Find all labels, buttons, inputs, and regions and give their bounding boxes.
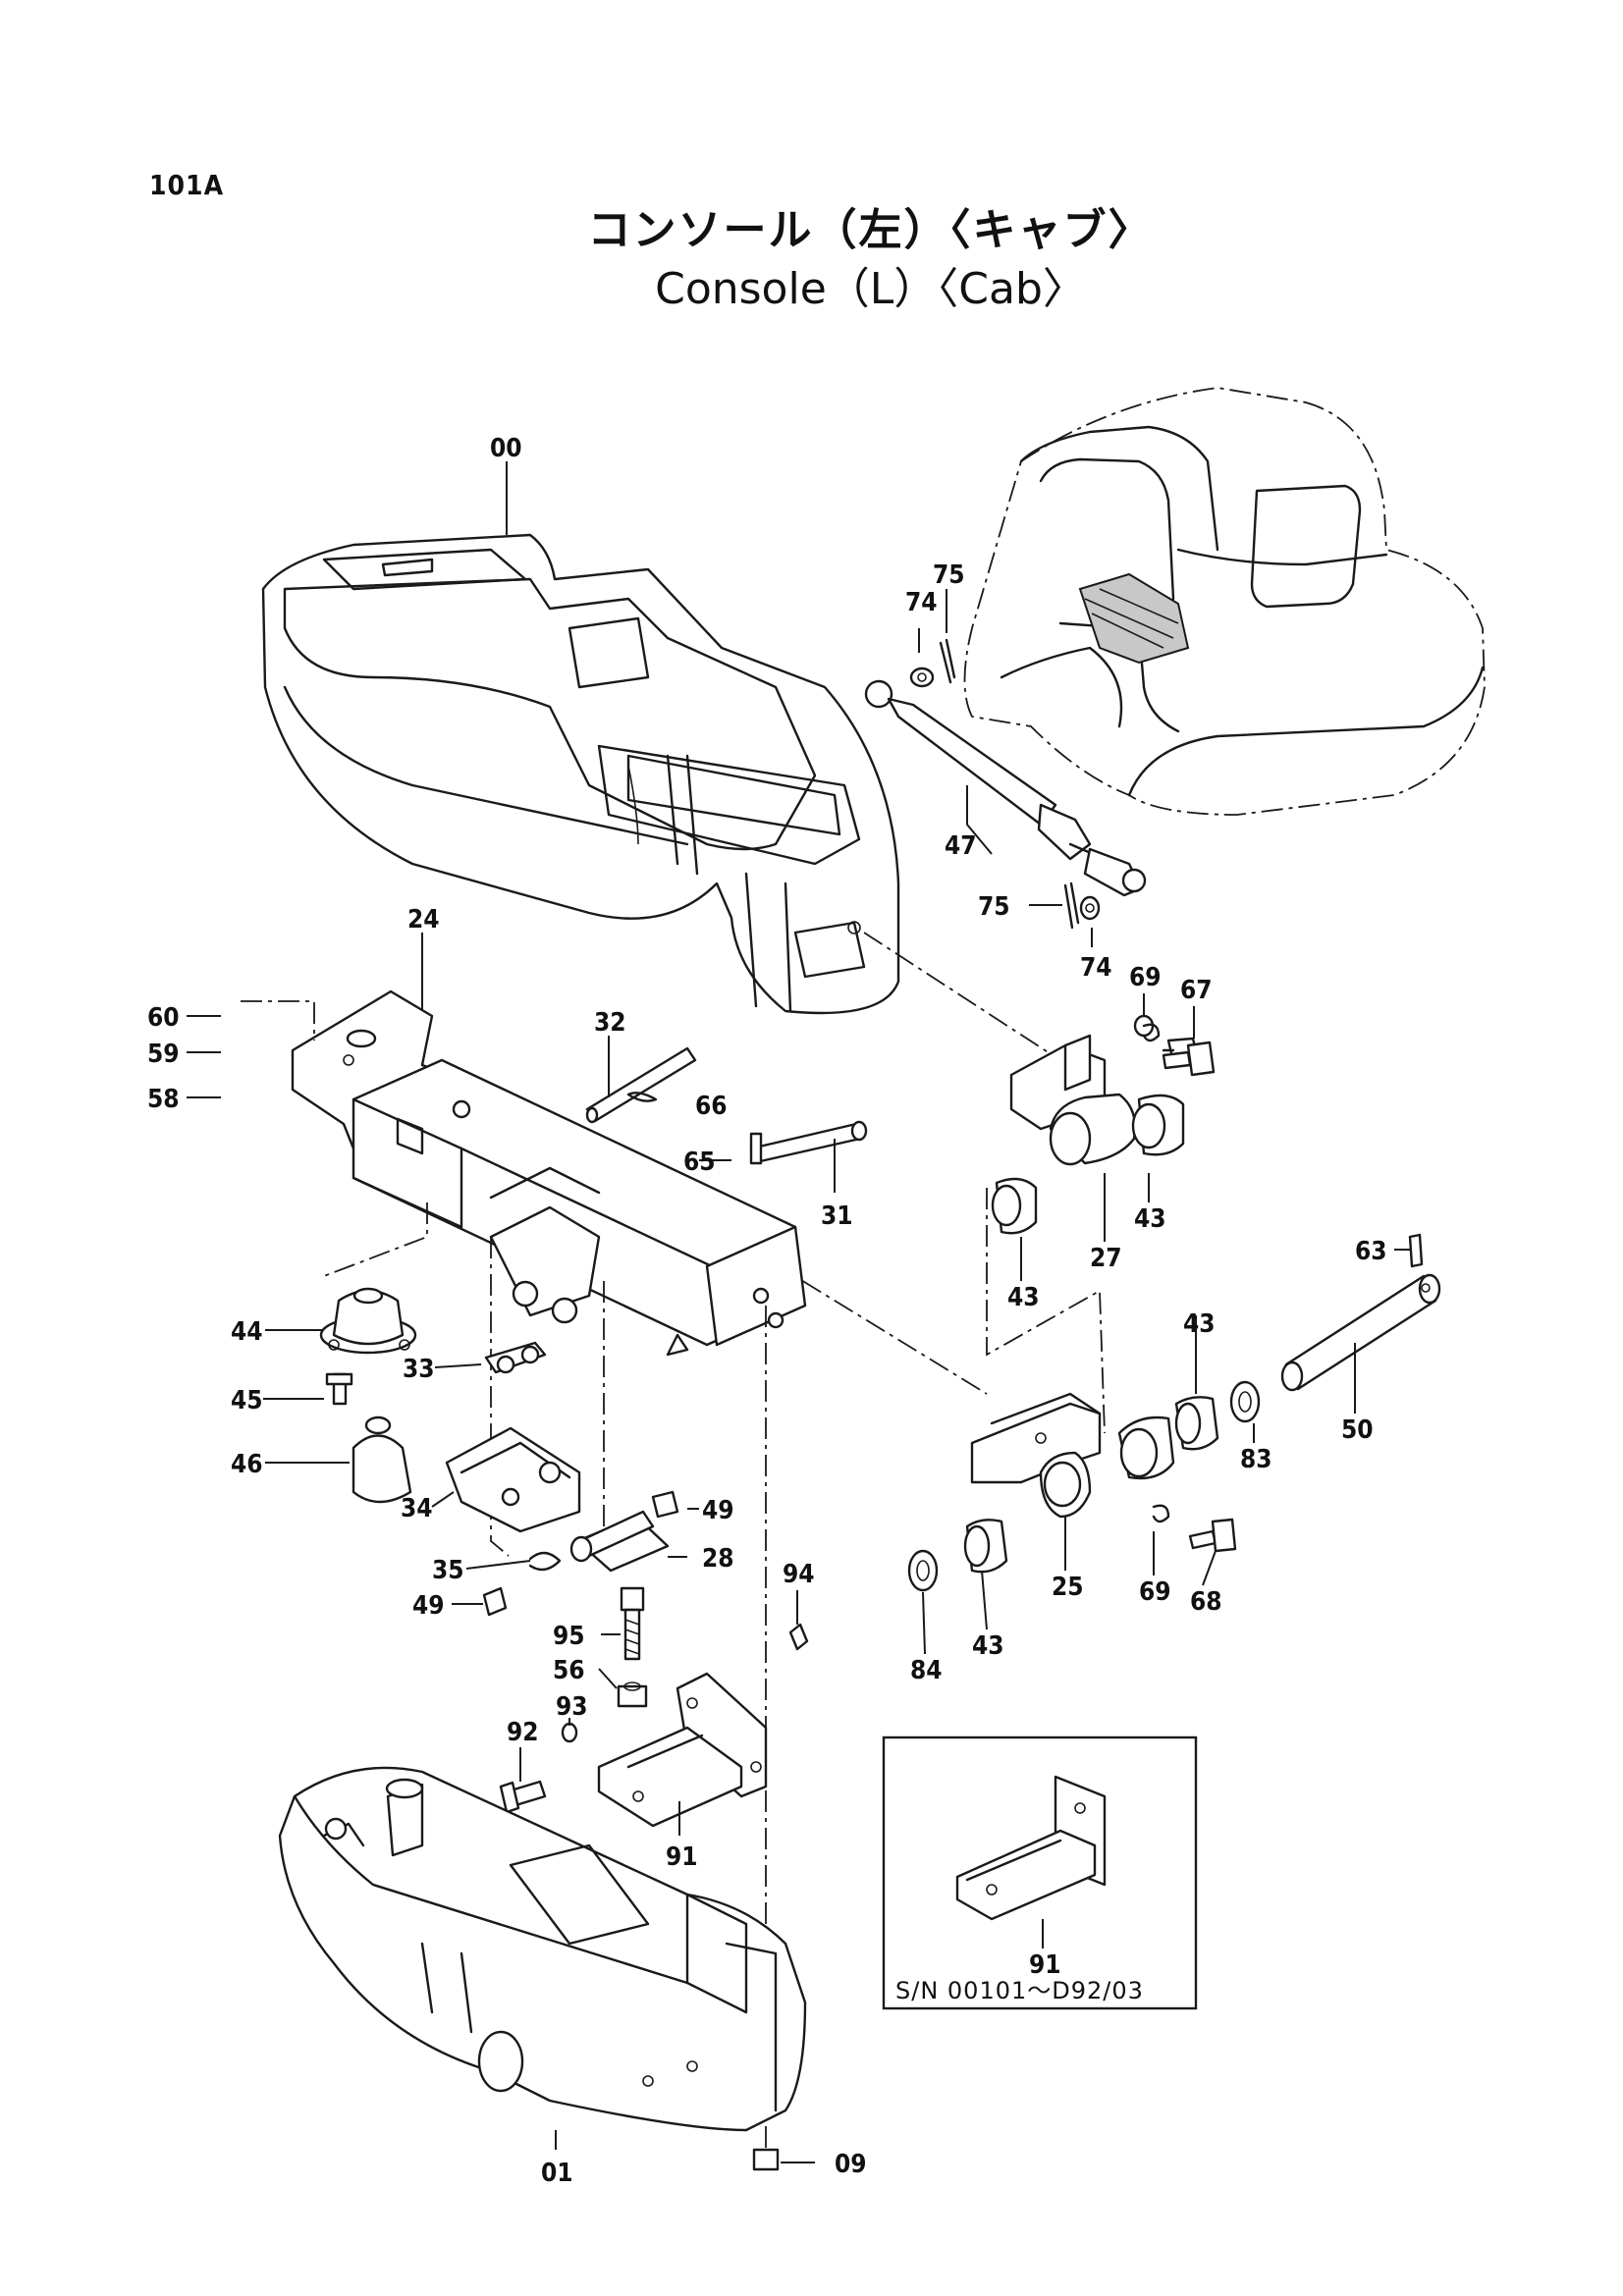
label-47: 47 [945,831,977,861]
label-74b: 74 [1080,953,1112,983]
label-67: 67 [1180,976,1213,1005]
label-68: 68 [1190,1587,1222,1617]
title-english: Console（L）〈Cab〉 [655,264,1086,314]
rubber-mount-44 [319,1287,417,1504]
label-69b: 69 [1139,1577,1171,1607]
label-09: 09 [835,2150,867,2179]
label-83: 83 [1240,1445,1272,1474]
label-33: 33 [403,1355,435,1384]
pin-50 [1280,1233,1441,1392]
label-94: 94 [783,1560,815,1589]
label-34: 34 [401,1494,433,1523]
label-63: 63 [1355,1237,1387,1266]
label-43c: 43 [1183,1309,1216,1339]
title-japanese: コンソール（左）〈キャブ〉 [587,205,1154,255]
gas-spring-47 [864,638,1147,930]
label-93: 93 [556,1692,588,1722]
label-31: 31 [821,1201,853,1231]
label-01: 01 [541,2159,573,2188]
label-91b: 91 [1029,1950,1061,1980]
label-59: 59 [147,1040,180,1069]
label-75b: 75 [978,892,1010,922]
label-43d: 43 [972,1631,1004,1661]
label-43a: 43 [1134,1204,1166,1234]
console-upper-00 [261,533,900,1015]
label-66: 66 [695,1092,728,1121]
inset-serial-caption: S/N 00101～D92/03 [895,1977,1144,2004]
label-00: 00 [490,434,522,463]
bolts-67-68 [1142,1023,1237,1553]
label-60: 60 [147,1003,180,1033]
label-49b: 49 [412,1591,445,1621]
page-code: 101A [149,169,225,201]
bracket-27 [991,1014,1200,1235]
inset-box [882,1735,1198,2010]
label-46: 46 [231,1450,263,1479]
excavator-cab-illustration [963,387,1486,816]
frame-24 [291,989,807,1357]
label-35: 35 [432,1556,464,1585]
label-43b: 43 [1007,1283,1040,1312]
bracket-34 [445,1341,581,1533]
lower-cover-01 [278,1766,807,2171]
label-45: 45 [231,1386,263,1415]
label-27: 27 [1090,1244,1122,1273]
label-58: 58 [147,1085,180,1114]
label-28: 28 [702,1544,734,1574]
label-69a: 69 [1129,963,1162,992]
label-65: 65 [683,1148,716,1177]
pin-31 [749,1120,868,1165]
leader-lines [187,461,1410,2163]
bracket-91 [597,1672,768,1828]
label-24: 24 [407,905,440,934]
label-25: 25 [1052,1573,1084,1602]
bushings-43 [907,1380,1261,1592]
label-91a: 91 [666,1842,698,1872]
label-32: 32 [594,1008,626,1038]
label-56: 56 [553,1656,585,1685]
pivot-25 [970,1392,1175,1519]
label-84: 84 [910,1656,943,1685]
callout-labels: 00 24 60 59 58 32 66 65 31 44 33 45 46 3… [147,434,1387,2188]
label-50: 50 [1341,1415,1374,1445]
label-75a: 75 [933,561,965,590]
label-44: 44 [231,1317,263,1347]
bolt-95 [499,1586,809,1814]
label-92: 92 [507,1718,539,1747]
pin-28 [482,1490,679,1617]
label-74a: 74 [905,588,938,617]
label-95: 95 [553,1622,585,1651]
label-49a: 49 [702,1496,734,1525]
pin-32 [585,1046,697,1124]
